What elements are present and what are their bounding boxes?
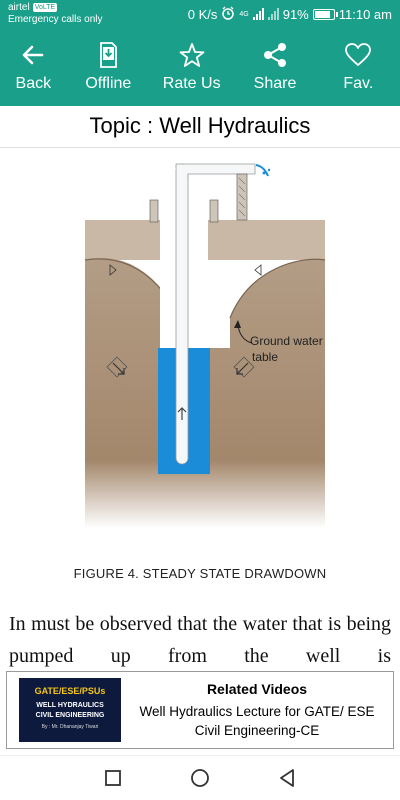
water-jet: [255, 164, 269, 177]
pipe-flow-arrow: [177, 407, 187, 420]
steady-state-drawdown-figure: Ground water table: [84, 163, 326, 528]
circle-icon: [191, 769, 209, 787]
favorite-button[interactable]: Fav.: [317, 28, 400, 106]
casing-post-right: [209, 199, 219, 223]
thumb-line-3: CIVIL ENGINEERING: [35, 712, 105, 719]
thumb-line-1: GATE/ESE/PSUs: [34, 686, 106, 696]
star-icon: [179, 43, 205, 67]
banner-description: Well Hydraulics Lecture for GATE/ ESE Ci…: [139, 704, 375, 738]
article-text: In must be observed that the water that …: [9, 613, 391, 667]
home-button[interactable]: [180, 758, 220, 798]
rate-us-label: Rate Us: [162, 75, 221, 92]
table-label: table: [252, 350, 278, 364]
square-icon: [105, 770, 122, 786]
nav-back-button[interactable]: [267, 758, 307, 798]
carrier-status: Emergency calls only: [8, 14, 103, 25]
share-button[interactable]: Share: [233, 28, 316, 106]
banner-title: Related Videos: [206, 681, 308, 697]
system-nav-bar: [0, 755, 400, 800]
battery-icon: [312, 8, 338, 20]
arrow-left-icon: [23, 45, 44, 65]
topic-title: Topic : Well Hydraulics: [0, 106, 400, 148]
ground-water-label: Ground water: [250, 334, 323, 348]
banner-text[interactable]: Related Videos Well Hydraulics Lecture f…: [121, 672, 393, 748]
video-thumbnail[interactable]: GATE/ESE/PSUs WELL HYDRAULICS CIVIL ENGI…: [19, 678, 121, 742]
triangle-back-icon: [279, 769, 294, 787]
status-icons: 0 K/s 4G 91% 11:10 am: [188, 5, 392, 23]
casing-post-left: [149, 199, 159, 223]
share-label: Share: [253, 75, 297, 92]
water-table-right: [229, 258, 326, 319]
water-level-marker-left: [109, 264, 117, 276]
offline-button[interactable]: Offline: [67, 28, 150, 106]
offline-label: Offline: [85, 75, 132, 92]
network-speed: 0 K/s: [187, 6, 218, 22]
outlet-pipe: [175, 163, 256, 178]
toolbar: Back Offline Rate Us Share Fav.: [0, 28, 400, 106]
rate-us-button[interactable]: Rate Us: [150, 28, 233, 106]
battery-percent: 91%: [282, 6, 309, 22]
heart-icon: [345, 43, 372, 66]
clock: 11:10 am: [338, 6, 392, 22]
related-videos-banner[interactable]: GATE/ESE/PSUs WELL HYDRAULICS CIVIL ENGI…: [6, 671, 394, 749]
signal-x-icon: [267, 8, 279, 20]
volte-badge: VoLTE: [32, 3, 58, 12]
back-button[interactable]: Back: [0, 28, 67, 106]
share-icon: [263, 43, 286, 67]
recents-button[interactable]: [93, 758, 133, 798]
favorite-label: Fav.: [343, 75, 374, 92]
thumb-line-2: WELL HYDRAULICS: [36, 702, 104, 709]
signal-icon: [252, 8, 264, 20]
network-type: 4G: [239, 10, 249, 18]
download-doc-icon: [100, 42, 118, 68]
back-label: Back: [15, 75, 52, 92]
water-level-marker-right: [254, 264, 262, 276]
thumb-line-4: By : Mr. Dhananjay Tiwari: [41, 724, 99, 730]
alarm-icon: [221, 6, 235, 23]
figure-caption: FIGURE 4. STEADY STATE DRAWDOWN: [73, 566, 327, 581]
